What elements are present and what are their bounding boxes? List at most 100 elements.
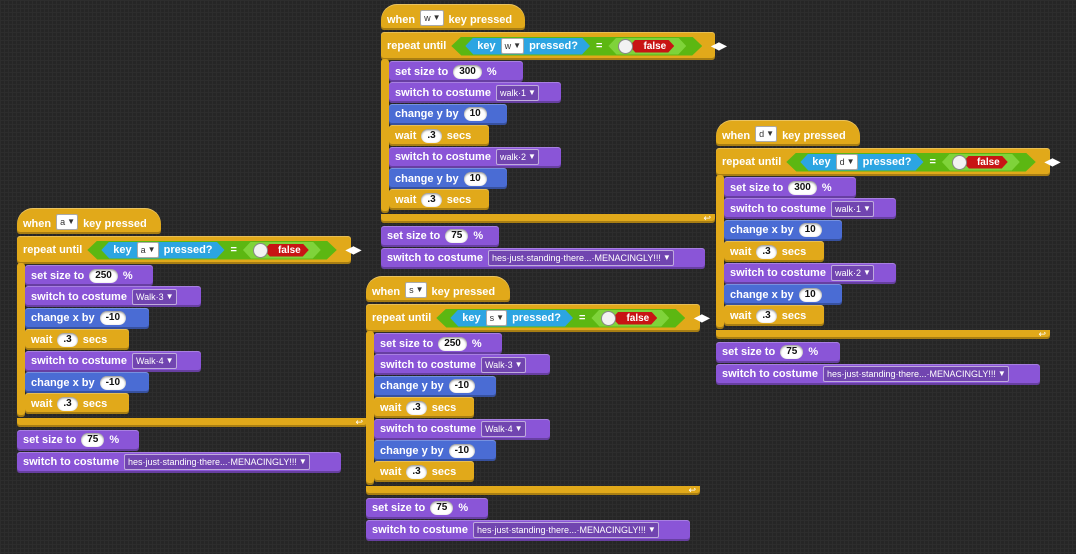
costume-select[interactable]: hes·just·standing·there...·MENACINGLY!!!… xyxy=(822,366,1009,383)
costume-select[interactable]: walk·1▼ xyxy=(830,200,874,217)
number-input[interactable]: .3 xyxy=(57,396,78,411)
change-x-block[interactable]: change x by-10 xyxy=(25,307,149,329)
false-slot[interactable]: false xyxy=(942,154,1020,171)
number-input[interactable]: .3 xyxy=(57,332,78,347)
number-input[interactable]: .3 xyxy=(421,128,442,143)
false-literal[interactable]: false xyxy=(612,312,657,325)
costume-select[interactable]: walk·2▼ xyxy=(830,265,874,282)
number-input[interactable]: 10 xyxy=(463,171,487,186)
number-input[interactable]: 300 xyxy=(453,64,482,79)
number-input[interactable]: -10 xyxy=(448,379,476,394)
number-input[interactable]: .3 xyxy=(421,192,442,207)
number-input[interactable]: 75 xyxy=(445,229,469,244)
costume-select[interactable]: hes·just·standing·there...·MENACINGLY!!!… xyxy=(123,454,310,471)
key-select[interactable]: a▼ xyxy=(56,214,79,230)
false-literal[interactable]: false xyxy=(629,40,674,53)
number-input[interactable]: 10 xyxy=(463,107,487,122)
sensing-key-select[interactable]: w▼ xyxy=(501,38,524,54)
false-literal[interactable]: false xyxy=(963,156,1008,169)
sensing-key-select[interactable]: d▼ xyxy=(836,154,858,170)
key-select[interactable]: d▼ xyxy=(755,126,778,142)
expand-collapse-arrows-icon[interactable]: ◀▶ xyxy=(694,312,710,324)
costume-select[interactable]: hes·just·standing·there...·MENACINGLY!!!… xyxy=(487,250,674,267)
key-select[interactable]: w▼ xyxy=(420,10,444,26)
costume-select[interactable]: Walk·4▼ xyxy=(480,421,526,438)
expand-collapse-arrows-icon[interactable]: ◀▶ xyxy=(711,40,727,52)
change-y-block[interactable]: change y by-10 xyxy=(374,375,496,397)
false-literal[interactable]: false xyxy=(264,244,309,257)
number-input[interactable]: 300 xyxy=(788,180,817,195)
number-input[interactable]: -10 xyxy=(99,311,127,326)
change-y-block[interactable]: change y by-10 xyxy=(374,440,496,461)
costume-select[interactable]: walk·2▼ xyxy=(495,149,539,166)
costume-select[interactable]: walk·1▼ xyxy=(495,84,539,101)
costume-select[interactable]: Walk·3▼ xyxy=(131,288,177,305)
sensing-key-select[interactable]: a▼ xyxy=(137,242,159,258)
false-slot[interactable]: false xyxy=(608,38,686,55)
number-input[interactable]: 10 xyxy=(798,287,822,302)
expand-collapse-arrows-icon[interactable]: ◀▶ xyxy=(345,244,362,256)
number-input[interactable]: .3 xyxy=(756,244,777,259)
number-input[interactable]: -10 xyxy=(448,443,476,458)
key-select[interactable]: s▼ xyxy=(405,282,427,298)
number-input[interactable]: .3 xyxy=(406,400,427,415)
false-slot[interactable]: false xyxy=(591,310,669,327)
change-x-block[interactable]: change x by-10 xyxy=(25,372,149,393)
number-input[interactable]: 75 xyxy=(430,501,454,516)
expand-collapse-arrows-icon[interactable]: ◀▶ xyxy=(1044,156,1061,168)
number-input[interactable]: 75 xyxy=(81,433,105,448)
costume-select[interactable]: Walk·4▼ xyxy=(131,353,177,370)
number-input[interactable]: 250 xyxy=(438,336,467,351)
costume-select[interactable]: hes·just·standing·there...·MENACINGLY!!!… xyxy=(472,522,659,539)
sensing-key-select[interactable]: s▼ xyxy=(486,310,507,326)
number-input[interactable]: 10 xyxy=(798,223,822,238)
number-input[interactable]: 250 xyxy=(89,268,118,283)
number-input[interactable]: .3 xyxy=(756,308,777,323)
number-input[interactable]: -10 xyxy=(99,375,127,390)
